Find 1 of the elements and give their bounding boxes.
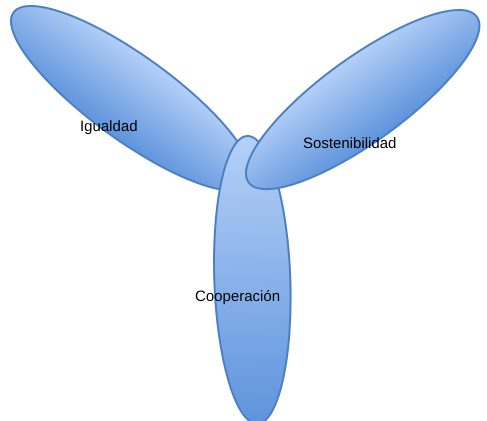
petal-label: Cooperación xyxy=(195,288,280,305)
